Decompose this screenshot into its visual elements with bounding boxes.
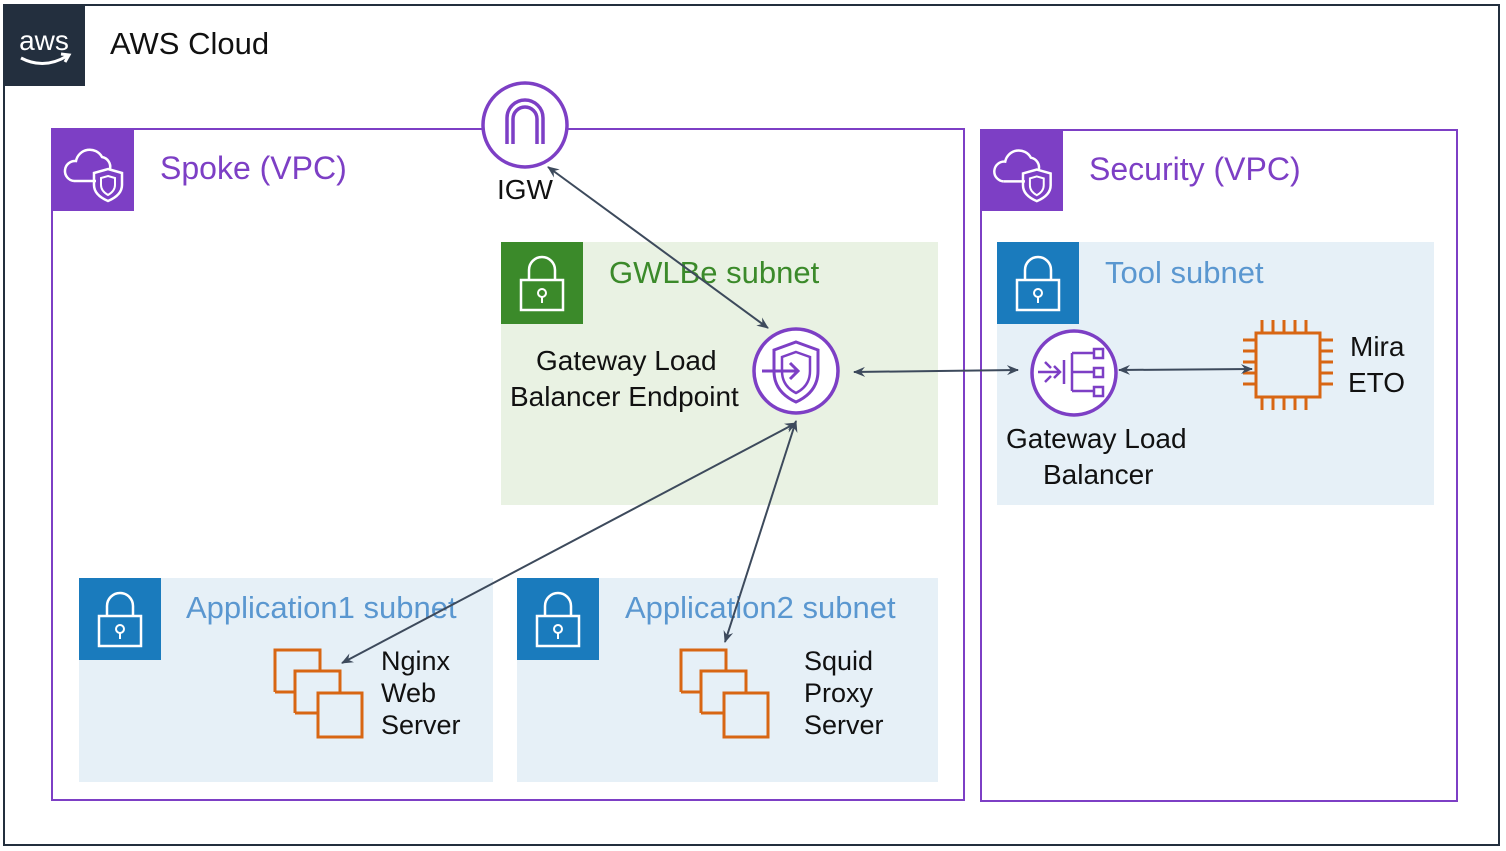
arrow-gwlb-mira xyxy=(1118,364,1253,375)
arrow-endpoint-gwlb xyxy=(853,365,1019,377)
gwlb-label-line2: Balancer xyxy=(1043,459,1154,490)
lock-icon xyxy=(997,242,1079,324)
ec2-instances-icon xyxy=(273,648,364,739)
nginx-label-line3: Server xyxy=(381,710,461,740)
tool-subnet-title: Tool subnet xyxy=(1105,255,1264,290)
aws-cloud-group xyxy=(3,4,1500,846)
squid-label-line1: Squid xyxy=(804,646,874,676)
aws-cloud-title: AWS Cloud xyxy=(110,26,270,61)
nginx-label-line2: Web xyxy=(381,678,437,708)
mira-label-line1: Mira xyxy=(1350,331,1405,362)
lock-icon xyxy=(79,578,161,660)
mira-label-line2: ETO xyxy=(1348,367,1406,398)
chip-icon xyxy=(1243,320,1333,410)
arrow-endpoint-nginx xyxy=(341,422,797,664)
internet-gateway-icon xyxy=(481,81,569,169)
vpc-cloud-shield-icon xyxy=(52,129,134,211)
security-vpc-group xyxy=(980,129,1458,802)
gateway-load-balancer-icon xyxy=(1030,329,1118,417)
igw-label: IGW xyxy=(497,174,553,205)
ec2-instances-icon xyxy=(679,648,770,739)
squid-label-line3: Server xyxy=(804,710,884,740)
arrow-igw-endpoint xyxy=(547,166,769,329)
squid-label-line2: Proxy xyxy=(804,678,874,708)
gateway-load-balancer-endpoint-icon xyxy=(752,327,840,415)
gwlb-label-line1: Gateway Load xyxy=(1006,423,1187,454)
arrow-endpoint-squid xyxy=(723,420,798,643)
vpc-cloud-shield-icon xyxy=(981,130,1063,211)
endpoint-label-line2: Balancer Endpoint xyxy=(510,381,739,412)
endpoint-label-line1: Gateway Load xyxy=(536,345,717,376)
aws-logo-icon: aws xyxy=(3,4,85,86)
spoke-vpc-title: Spoke (VPC) xyxy=(160,150,347,186)
security-vpc-title: Security (VPC) xyxy=(1089,151,1301,187)
aws-logo-text: aws xyxy=(19,25,69,56)
